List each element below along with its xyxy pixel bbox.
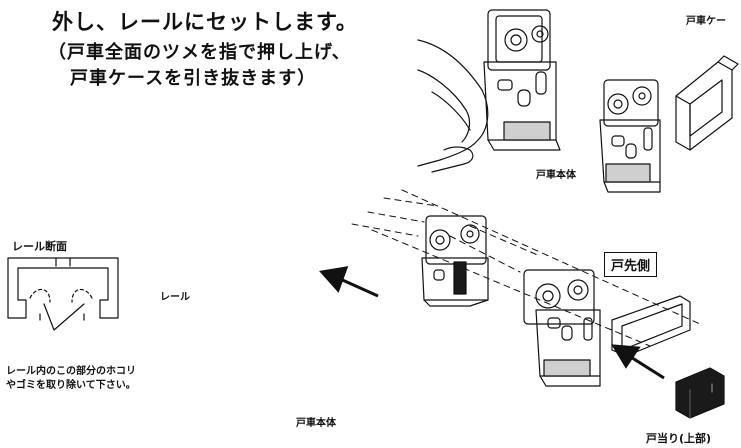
arrows [319,266,665,380]
label-roller-case: 戸車ケー [686,16,726,27]
door-stop-block [675,367,725,419]
roller-case-top [675,55,739,151]
label-door-stop: 戸当り(上部) [646,432,712,445]
guide-lines [351,189,701,347]
roller-case-bottom [611,295,691,357]
instruction-line-2: （戸車全面のツメを指で押し上げ、 [48,42,351,63]
label-rail: レール [160,292,190,303]
cleaning-note-line-1: レール内のこの部分のホコリ [6,366,136,377]
label-roller-body-top: 戸車本体 [536,170,576,181]
label-rail-section: レール断面 [12,240,67,253]
label-door-front: 戸先側 [604,252,658,277]
label-roller-body-bottom: 戸車本体 [296,418,336,429]
instruction-line-1: 外し、レールにセットします。 [52,10,358,34]
roller-assembly-in-hand [483,9,561,151]
hand-illustration [417,39,489,173]
instruction-line-3: 戸車ケースを引き抜きます） [70,68,317,89]
cleaning-note-line-2: やゴミを取り除いて下さい。 [6,380,136,391]
rail-section-diagram [7,257,119,331]
roller-in-rail [421,215,489,307]
roller-body-bottom [523,269,601,387]
roller-body-top [599,79,661,193]
